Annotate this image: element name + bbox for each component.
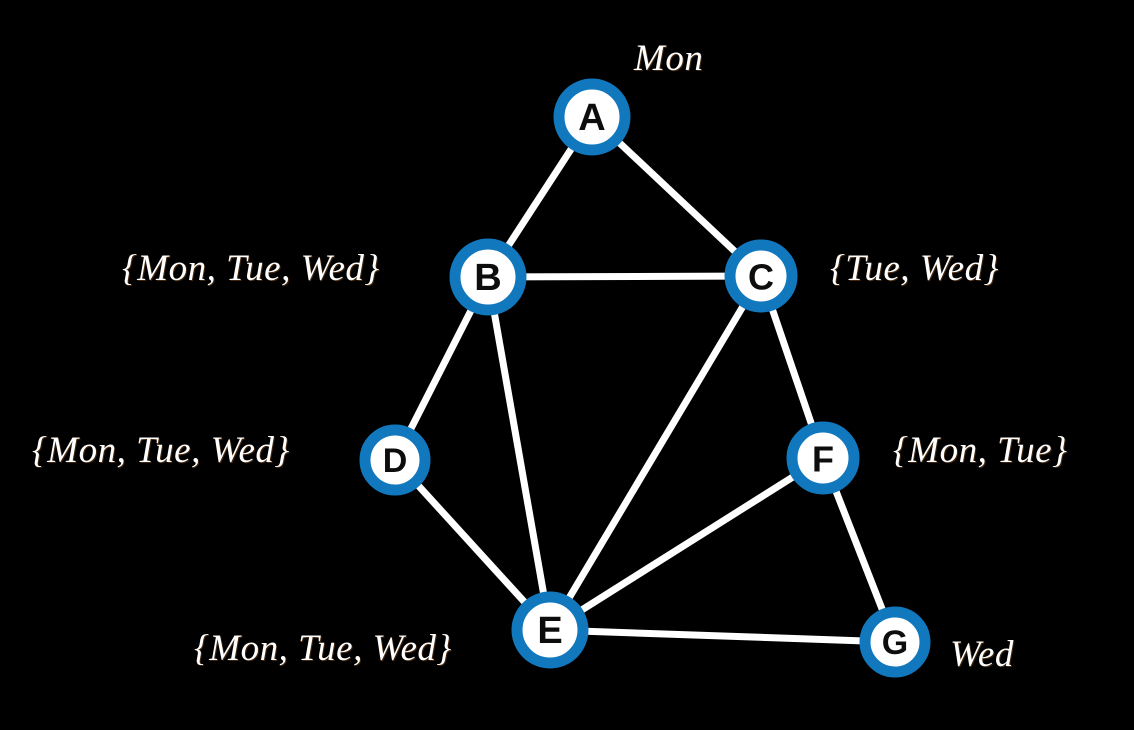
edge-c-e [546,272,765,634]
edge-b-e [484,273,554,634]
graph-node-e[interactable]: E [511,591,589,669]
nodes-layer: A B C D E F G [359,78,931,678]
node-label-b: B [474,257,501,299]
node-label-d: D [383,442,408,480]
node-circle-b [449,238,527,316]
graph-node-g[interactable]: G [859,606,931,678]
domain-label-b: {Mon, Tue, Wed} [122,248,380,289]
edges-layer [391,113,899,646]
node-circle-e [511,591,589,669]
domain-label-e: {Mon, Tue, Wed} [194,628,452,669]
domain-label-c: {Tue, Wed} [830,248,999,289]
node-circle-a [553,78,631,156]
graph-node-a[interactable]: A [553,78,631,156]
domain-label-a: Mon [634,38,704,79]
node-label-c: C [748,257,774,298]
node-label-g: G [882,624,908,662]
node-circle-c [724,239,798,313]
graph-node-f[interactable]: F [786,421,860,495]
node-label-f: F [812,439,834,480]
edge-e-g [546,626,899,646]
domain-label-d: {Mon, Tue, Wed} [32,430,290,471]
node-circle-f [786,421,860,495]
domain-label-f: {Mon, Tue} [893,430,1068,471]
node-circle-d [359,424,431,496]
edge-a-c [588,113,765,280]
edge-b-c [484,272,765,281]
node-label-e: E [537,610,562,652]
graph-node-d[interactable]: D [359,424,431,496]
node-circle-g [859,606,931,678]
graph-node-b[interactable]: B [449,238,527,316]
node-label-a: A [578,97,605,139]
graph-node-c[interactable]: C [724,239,798,313]
edge-e-f [546,454,827,634]
domain-label-g: Wed [950,634,1014,675]
